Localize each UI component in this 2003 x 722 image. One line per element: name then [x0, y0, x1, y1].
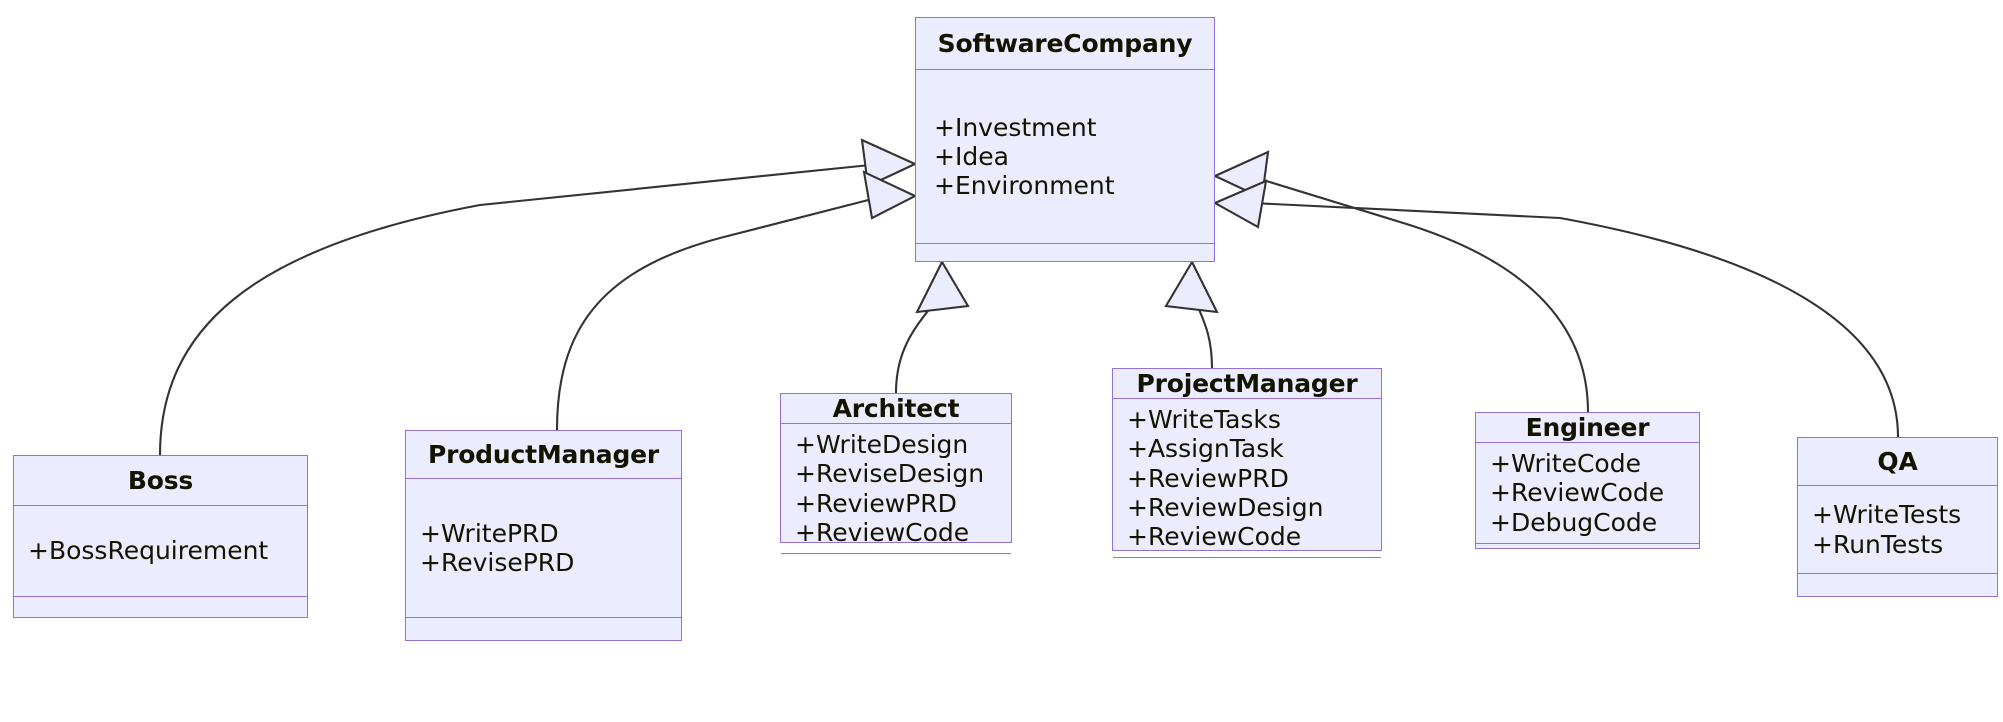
class-name-product-manager: ProductManager	[406, 431, 681, 479]
class-name-qa: QA	[1798, 438, 1997, 486]
generalization-arrowhead-productmanager	[862, 170, 918, 220]
class-attributes-qa: +WriteTests +RunTests	[1798, 486, 1997, 574]
generalization-arrowhead-engineer	[1212, 150, 1270, 200]
class-name-software-company: SoftwareCompany	[916, 18, 1214, 70]
class-attribute: +WriteTasks	[1127, 405, 1281, 434]
class-attribute: +ReviewCode	[1127, 522, 1302, 551]
class-attribute: +RunTests	[1812, 529, 1944, 559]
class-attribute: +WritePRD	[420, 518, 559, 548]
class-attribute: +WriteCode	[1490, 449, 1641, 478]
class-methods-boss	[14, 597, 307, 617]
class-box-boss[interactable]: Boss +BossRequirement	[13, 455, 308, 618]
class-methods-qa	[1798, 574, 1997, 596]
class-attribute: +BossRequirement	[28, 536, 269, 566]
class-attribute: +ReviseDesign	[795, 459, 985, 489]
class-box-product-manager[interactable]: ProductManager +WritePRD +RevisePRD	[405, 430, 682, 641]
class-attribute: +ReviewCode	[795, 517, 970, 547]
class-attributes-architect: +WriteDesign +ReviseDesign +ReviewPRD +R…	[781, 424, 1011, 554]
class-attribute: +WriteTests	[1812, 500, 1962, 530]
class-box-software-company[interactable]: SoftwareCompany +Investment +Idea +Envir…	[915, 17, 1215, 262]
class-box-architect[interactable]: Architect +WriteDesign +ReviseDesign +Re…	[780, 393, 1012, 554]
class-attributes-product-manager: +WritePRD +RevisePRD	[406, 479, 681, 618]
class-attribute: +WriteDesign	[795, 430, 969, 459]
class-methods-software-company	[916, 244, 1214, 261]
generalization-arrowhead-architect	[915, 259, 970, 314]
class-methods-engineer	[1476, 544, 1699, 548]
edge-boss-to-softwarecompany	[158, 162, 881, 456]
class-attributes-software-company: +Investment +Idea +Environment	[916, 70, 1214, 244]
class-attributes-project-manager: +WriteTasks +AssignTask +ReviewPRD +Revi…	[1113, 399, 1381, 559]
class-name-engineer: Engineer	[1476, 413, 1699, 443]
edge-projectmanager-to-softwarecompany	[1191, 291, 1214, 369]
class-attribute: +ReviewPRD	[1127, 463, 1289, 493]
class-attribute: +Environment	[934, 171, 1115, 201]
class-name-boss: Boss	[14, 456, 307, 506]
class-attribute: +AssignTask	[1127, 434, 1284, 464]
class-methods-product-manager	[406, 618, 681, 640]
class-attribute: +ReviewPRD	[795, 488, 957, 518]
class-attribute: +RevisePRD	[420, 548, 575, 577]
class-name-project-manager: ProjectManager	[1113, 369, 1381, 399]
class-name-architect: Architect	[781, 394, 1011, 424]
class-attributes-engineer: +WriteCode +ReviewCode +DebugCode	[1476, 443, 1699, 544]
class-attribute: +ReviewDesign	[1127, 492, 1324, 522]
class-box-project-manager[interactable]: ProjectManager +WriteTasks +AssignTask +…	[1112, 368, 1382, 559]
class-attribute: +DebugCode	[1490, 507, 1658, 537]
class-box-qa[interactable]: QA +WriteTests +RunTests	[1797, 437, 1998, 597]
generalization-arrowhead-qa	[1212, 179, 1268, 229]
class-attributes-boss: +BossRequirement	[14, 506, 307, 597]
generalization-arrowhead-boss	[860, 138, 918, 188]
edge-architect-to-softwarecompany	[894, 291, 943, 394]
class-attribute: +ReviewCode	[1490, 478, 1665, 508]
generalization-arrowhead-projectmanager	[1164, 259, 1219, 314]
class-box-engineer[interactable]: Engineer +WriteCode +ReviewCode +DebugCo…	[1475, 412, 1700, 549]
class-attribute: +Investment	[934, 112, 1097, 142]
class-attribute: +Idea	[934, 141, 1009, 171]
